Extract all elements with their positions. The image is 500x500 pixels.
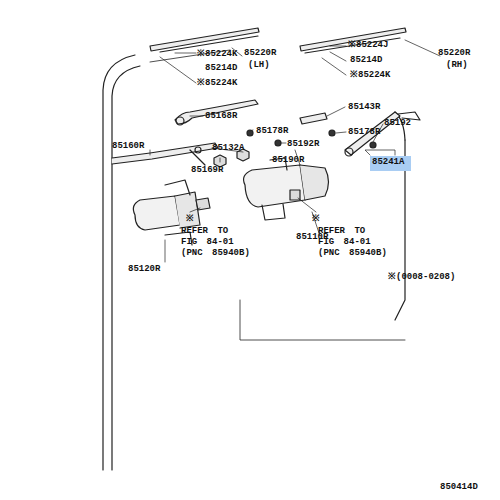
callout-number: (LH) [248, 60, 270, 71]
callout-number: 85178R [348, 127, 380, 138]
callout-number: 85220R [244, 48, 276, 59]
callout-number: 850414D [440, 482, 478, 493]
callout-number: 85169R [191, 165, 223, 176]
highlighted-part-number: 85241A [370, 156, 411, 171]
callout-number: ※ [312, 214, 320, 225]
callout-number: 85120R [128, 264, 160, 275]
callout-number: 85178R [256, 126, 288, 137]
callout-number: 85190R [272, 155, 304, 166]
callout-number: ※(0008-0208) [388, 272, 455, 283]
reference-note: REFER TO FIG 84-01 (PNC 85940B) [318, 226, 389, 259]
callout-number: 85132A [212, 143, 244, 154]
callout-number: 85160R [112, 141, 144, 152]
callout-number: 85220R [438, 48, 470, 59]
reference-note: REFER TO FIG 84-01 (PNC 85940B) [181, 226, 252, 259]
callout-number: 85192R [287, 139, 319, 150]
callout-number: (RH) [446, 60, 468, 71]
part-number: 85241A [372, 157, 409, 168]
callout-number: ※85224J [348, 40, 388, 51]
callout-number: 85168R [205, 111, 237, 122]
callout-number: ※ [186, 214, 194, 225]
callout-number: 85192 [384, 118, 411, 129]
callout-number: ※85224K [197, 78, 237, 89]
callout-number: ※85224K [350, 70, 390, 81]
callout-number: 85214D [350, 55, 382, 66]
callout-number: 85214D [205, 63, 237, 74]
callout-number: 85110R [296, 232, 328, 243]
callout-number: 85143R [348, 102, 380, 113]
callout-number: ※85224K [197, 49, 237, 60]
